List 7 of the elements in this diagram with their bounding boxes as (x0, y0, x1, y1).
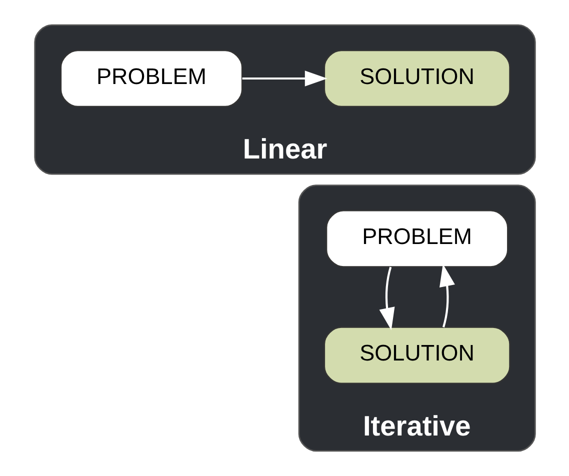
arrow (378, 266, 394, 330)
node-box: SOLUTION (323, 50, 510, 108)
node-box: PROBLEM (60, 50, 242, 108)
node-box: PROBLEM (325, 210, 508, 268)
arrow (242, 70, 327, 86)
arrow (438, 264, 454, 328)
node-box: SOLUTION (323, 326, 510, 384)
